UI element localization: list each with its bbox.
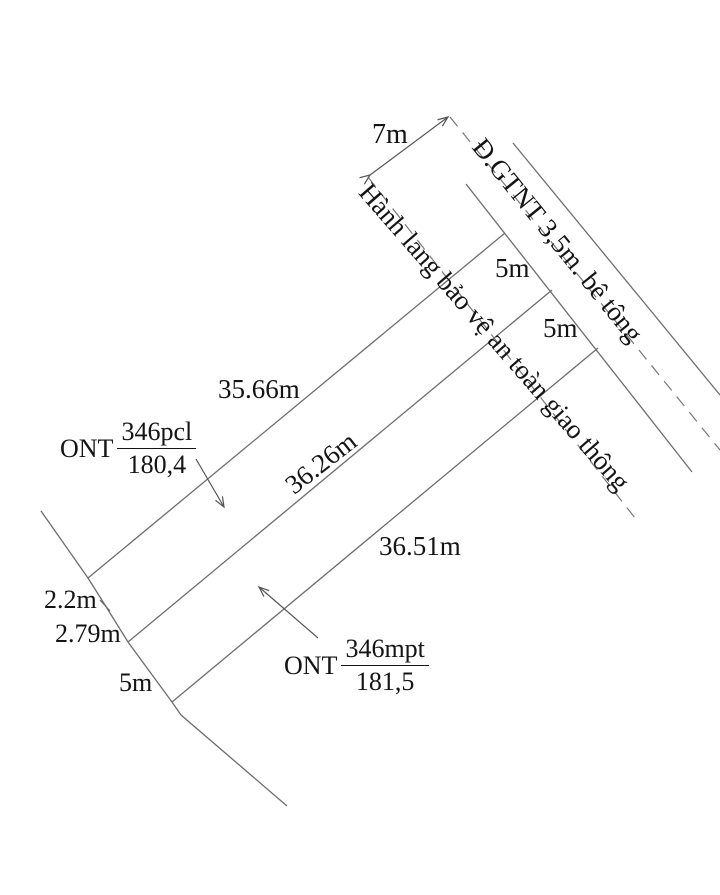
edge-1-label: 35.66m (218, 374, 300, 404)
corridor-width-label: 7m (372, 119, 408, 150)
parcel-2-area: 181,5 (355, 667, 415, 696)
parcel-1-label: ONT 346pcl 180,4 (60, 417, 197, 480)
parcel-1-number: 346pcl (117, 417, 197, 449)
rear-tick (99, 599, 111, 612)
corridor-line (367, 176, 636, 519)
parcel-1-arrow (195, 458, 225, 509)
parcel-2-land-use: ONT (284, 650, 338, 680)
parcel-1-fraction: 346pcl 180,4 (117, 417, 197, 480)
parcel-2-label: ONT 346mpt 181,5 (284, 634, 429, 697)
road-far-edge (512, 142, 720, 396)
rear-boundary (40, 510, 288, 807)
rear-1-label: 2.2m (44, 585, 97, 614)
road-near-edge (465, 183, 693, 473)
parcel-2-fraction: 346mpt 181,5 (341, 634, 429, 697)
parcel-edge-1 (87, 232, 506, 579)
rear-2-label: 2.79m (55, 619, 121, 648)
rear-3-label: 5m (119, 668, 153, 697)
parcel-edge-2 (127, 289, 553, 643)
frontage-1-label: 5m (495, 253, 530, 283)
parcel-edge-3 (171, 347, 599, 703)
edge-3-label: 36.51m (379, 531, 461, 561)
frontage-2-label: 5m (543, 313, 578, 343)
road-centerline (449, 116, 720, 451)
parcel-1-land-use: ONT (60, 433, 114, 463)
parcel-2-number: 346mpt (341, 634, 429, 666)
parcel-2-arrow (257, 585, 319, 639)
parcel-1-area: 180,4 (127, 450, 187, 479)
corridor-width-arrow (359, 116, 450, 185)
